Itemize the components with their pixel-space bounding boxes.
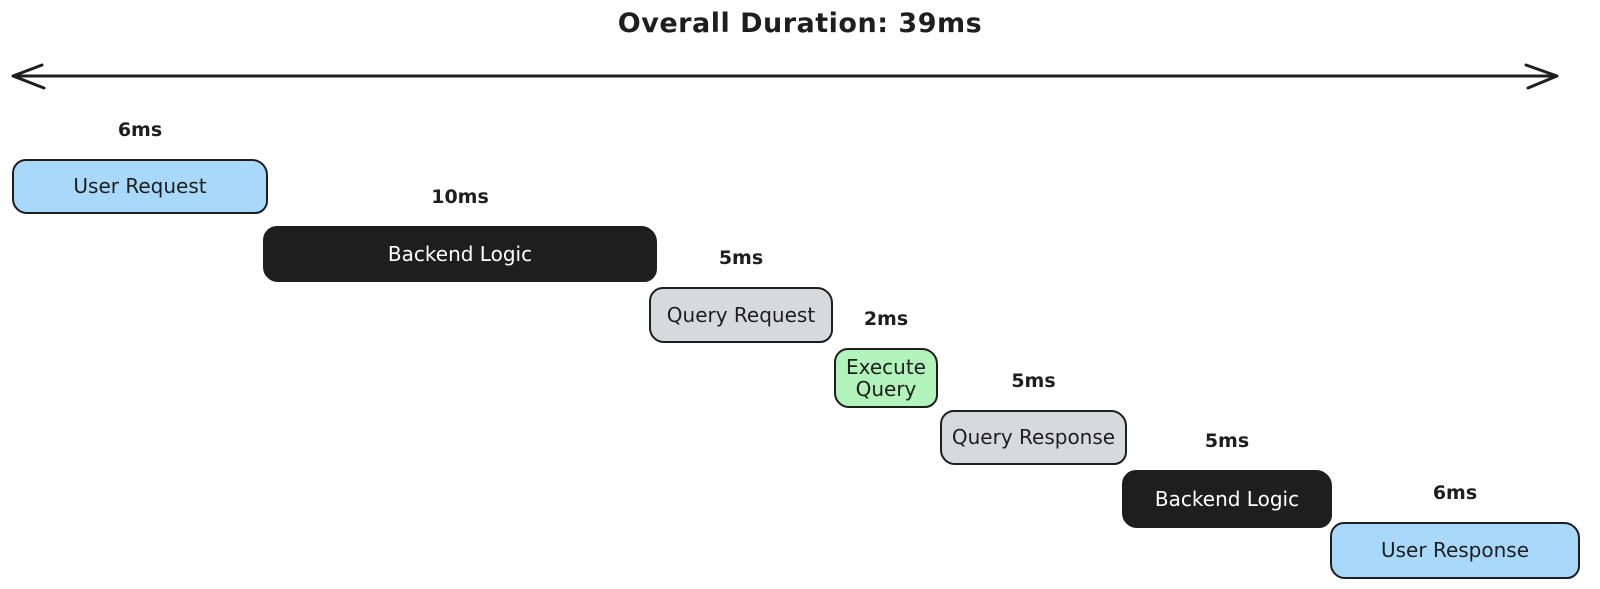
segment-box: User Request [12, 159, 268, 214]
segment-box: User Response [1330, 522, 1580, 579]
duration-label: 6ms [1432, 482, 1478, 504]
segment-box: Execute Query [834, 348, 938, 408]
duration-label: 5ms [718, 247, 764, 269]
duration-label: 5ms [1204, 430, 1250, 452]
segment-box: Query Request [649, 287, 833, 343]
segment-user-response: 6ms User Response [1330, 482, 1580, 579]
arrowhead-left-icon [11, 63, 46, 90]
segment-backend-logic-1: 10ms Backend Logic [263, 186, 657, 282]
arrowhead-right-icon [1524, 63, 1559, 90]
segment-query-response: 5ms Query Response [940, 370, 1127, 465]
segment-box: Query Response [940, 410, 1127, 465]
segment-box: Backend Logic [1122, 470, 1332, 528]
duration-label: 10ms [431, 186, 489, 208]
segment-box: Backend Logic [263, 226, 657, 282]
diagram-title: Overall Duration: 39ms [617, 8, 983, 39]
duration-label: 6ms [117, 119, 163, 141]
segment-execute-query: 2ms Execute Query [834, 308, 938, 408]
duration-label: 5ms [1011, 370, 1056, 392]
segment-query-request: 5ms Query Request [649, 247, 833, 343]
segment-user-request: 6ms User Request [12, 119, 268, 214]
duration-label: 2ms [863, 308, 909, 330]
segment-backend-logic-2: 5ms Backend Logic [1122, 430, 1332, 528]
overall-duration-arrow [11, 63, 1559, 90]
